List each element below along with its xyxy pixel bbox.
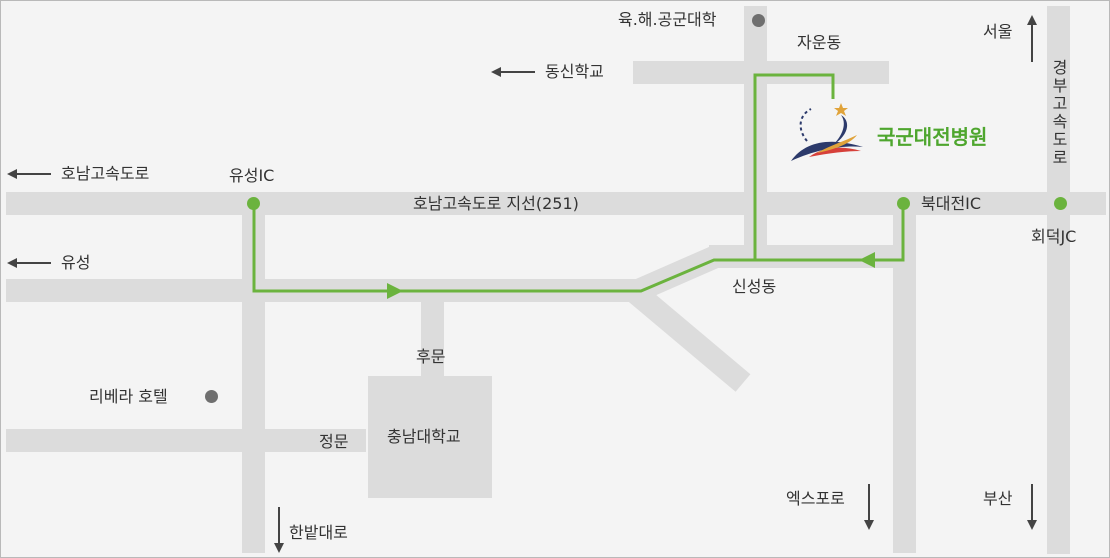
- yuseong-ic-dot: [247, 197, 260, 210]
- label-university: 충남대학교: [387, 427, 461, 446]
- label-main-gate: 정문: [319, 432, 349, 451]
- arrow-down-icon: [864, 484, 874, 530]
- road-yuseong-south: [242, 201, 265, 553]
- arrow-down-icon: [1027, 484, 1037, 530]
- arrow-down-icon: [274, 507, 284, 553]
- label-dongsin: 동신학교: [545, 62, 604, 81]
- academy-dot: [752, 14, 765, 27]
- label-gyeongbu: 경부고속도로: [1052, 58, 1068, 167]
- road-back-gate: [421, 291, 444, 381]
- route-from-yuseong-ic: [252, 73, 835, 293]
- road-gyeongbu: [1047, 6, 1070, 554]
- label-yuseong: 유성: [61, 253, 91, 272]
- label-hoedeok-jc: 회덕JC: [1031, 227, 1077, 246]
- riviera-dot: [205, 390, 218, 403]
- road-expo: [893, 201, 916, 553]
- arrow-left-icon: [7, 169, 51, 179]
- road-lower-east-west: [6, 429, 366, 452]
- hospital-logo-icon: [791, 103, 863, 161]
- bukdaejeon-ic-dot: [897, 197, 910, 210]
- label-branch-road: 호남고속도로 지선(251): [413, 194, 579, 213]
- route-arrow-west: [859, 252, 875, 268]
- road-honam-branch: [6, 192, 1106, 215]
- label-yuseong-ic: 유성IC: [229, 166, 275, 185]
- label-bukdaejeon-ic: 북대전IC: [921, 194, 982, 213]
- label-seoul: 서울: [983, 22, 1013, 41]
- route-from-bukdaejeon-ic: [755, 204, 905, 262]
- hospital-name: 국군대전병원: [877, 125, 988, 149]
- road-diagonal-southeast: [628, 284, 751, 392]
- label-expo: 엑스포로: [786, 489, 845, 508]
- label-sinseong: 신성동: [732, 277, 777, 296]
- arrow-left-icon: [491, 67, 535, 77]
- arrow-up-icon: [1027, 15, 1037, 62]
- route-arrow-east: [387, 283, 403, 299]
- label-honam-west: 호남고속도로: [61, 164, 150, 183]
- road-sinseong-east: [709, 245, 909, 268]
- hoedeok-jc-dot: [1054, 197, 1067, 210]
- label-academy: 육.해.공군대학: [618, 10, 717, 29]
- road-diagonal-sinseong: [632, 245, 722, 302]
- label-riviera: 리베라 호텔: [89, 387, 168, 406]
- label-hanbat: 한밭대로: [289, 523, 348, 542]
- label-jaun: 자운동: [797, 33, 842, 52]
- arrow-left-icon: [7, 258, 51, 268]
- label-back-gate: 후문: [416, 347, 446, 366]
- label-busan: 부산: [983, 489, 1013, 508]
- campus-block: [368, 376, 492, 498]
